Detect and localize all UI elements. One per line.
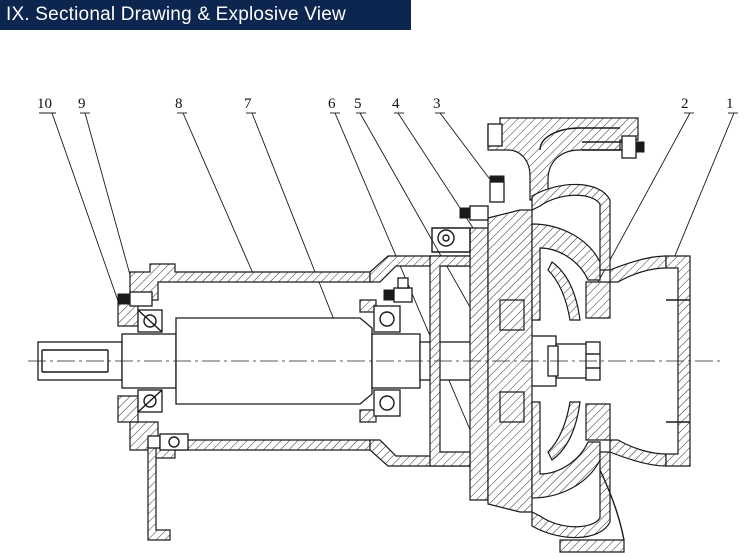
callout-label-4: 4 [392, 96, 400, 112]
rear-bearing [137, 309, 163, 413]
front-bearing [373, 305, 401, 417]
callout-label-2: 2 [681, 96, 689, 112]
callout-label-3: 3 [433, 96, 441, 112]
callout-label-8: 8 [175, 96, 183, 112]
callout-label-10: 10 [37, 96, 52, 112]
support-foot [147, 433, 189, 541]
section-title: IX. Sectional Drawing & Explosive View [6, 4, 346, 25]
bearing-cover-bolts [117, 277, 413, 307]
impeller [531, 223, 601, 499]
callout-labels: 1 2 3 4 5 6 7 8 9 10 [37, 96, 734, 112]
callout-label-7: 7 [244, 96, 252, 112]
callout-label-5: 5 [354, 96, 362, 112]
section-header: IX. Sectional Drawing & Explosive View [0, 0, 411, 30]
callout-label-9: 9 [78, 96, 86, 112]
callout-label-6: 6 [328, 96, 336, 112]
callout-label-1: 1 [726, 96, 734, 112]
pump-bracket [429, 227, 489, 501]
